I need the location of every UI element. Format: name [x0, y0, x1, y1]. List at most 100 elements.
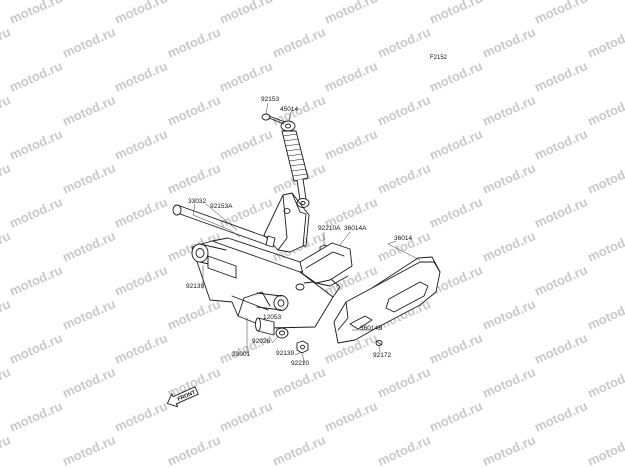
- label-36014: 36014: [394, 235, 412, 242]
- watermark-text: motod.ru: [427, 330, 485, 367]
- watermark-text: motod.ru: [0, 92, 13, 129]
- watermark-text: motod.ru: [532, 262, 590, 299]
- watermark-text: motod.ru: [480, 364, 538, 401]
- watermark-text: motod.ru: [532, 398, 590, 435]
- watermark-text: motod.ru: [585, 160, 625, 197]
- watermark-text: motod.ru: [532, 126, 590, 163]
- watermark-text: motod.ru: [427, 194, 485, 231]
- watermark-text: motod.ru: [322, 398, 380, 435]
- watermark-text: motod.ru: [322, 0, 380, 27]
- watermark-text: motod.ru: [7, 398, 65, 435]
- watermark-text: motod.ru: [0, 228, 13, 265]
- guard-plate-36014A: [299, 242, 353, 287]
- watermark-text: motod.ru: [427, 0, 485, 27]
- watermark-text: motod.ru: [165, 432, 223, 468]
- watermark-text: motod.ru: [427, 126, 485, 163]
- watermark-text: motod.ru: [480, 296, 538, 333]
- watermark-text: motod.ru: [585, 432, 625, 468]
- watermark-text: motod.ru: [270, 364, 328, 401]
- watermark-text: motod.ru: [585, 92, 625, 129]
- watermark-text: motod.ru: [60, 24, 118, 61]
- front-direction-arrow: FRONT: [166, 386, 199, 408]
- watermark-text: motod.ru: [375, 24, 433, 61]
- watermark-text: motod.ru: [217, 126, 275, 163]
- watermark-text: motod.ru: [165, 24, 223, 61]
- watermark-text: motod.ru: [427, 398, 485, 435]
- watermark-text: motod.ru: [375, 160, 433, 197]
- watermark-text: motod.ru: [375, 92, 433, 129]
- watermark-text: motod.ru: [217, 194, 275, 231]
- watermark-text: motod.ru: [427, 58, 485, 95]
- watermark-text: motod.ru: [0, 296, 13, 333]
- watermark-text: motod.ru: [217, 0, 275, 27]
- watermark-text: motod.ru: [7, 330, 65, 367]
- watermark-text: motod.ru: [532, 0, 590, 27]
- watermark-text: motod.ru: [0, 364, 13, 401]
- watermark-text: motod.ru: [7, 58, 65, 95]
- pivot-bolt-33032: [172, 204, 276, 248]
- screw-92172: [375, 340, 383, 346]
- watermark-text: motod.ru: [60, 228, 118, 265]
- label-92153: 92153: [261, 96, 279, 103]
- label-33032: 33032: [188, 198, 206, 205]
- watermark-text: motod.ru: [532, 58, 590, 95]
- watermark-text: motod.ru: [0, 432, 13, 468]
- watermark-text: motod.ru: [60, 432, 118, 468]
- watermark-text: motod.ru: [532, 194, 590, 231]
- nut-92210: [296, 340, 309, 354]
- watermark-text: motod.ru: [7, 0, 65, 27]
- label-36014B: 36014B: [360, 325, 382, 332]
- bolt-92153: [261, 113, 286, 125]
- watermark-text: motod.ru: [165, 296, 223, 333]
- watermark-text: motod.ru: [480, 228, 538, 265]
- watermark-text: motod.ru: [532, 330, 590, 367]
- watermark-text: motod.ru: [7, 126, 65, 163]
- watermark-text: motod.ru: [7, 194, 65, 231]
- watermark-text: motod.ru: [480, 92, 538, 129]
- watermark-text: motod.ru: [7, 262, 65, 299]
- watermark-text: motod.ru: [165, 160, 223, 197]
- label-36014A: 36014A: [344, 225, 367, 232]
- chain-case-36014: [333, 256, 441, 344]
- label-92139-left: 92139: [186, 283, 204, 290]
- watermark-text: motod.ru: [112, 398, 170, 435]
- watermark-text: motod.ru: [112, 0, 170, 27]
- watermark-text: motod.ru: [60, 364, 118, 401]
- watermark-text: motod.ru: [217, 398, 275, 435]
- watermark-text: motod.ru: [112, 126, 170, 163]
- leader-lines: [192, 102, 421, 364]
- watermark-text: motod.ru: [0, 24, 13, 61]
- label-92026: 92026: [252, 338, 270, 345]
- watermark-text: motod.ru: [112, 194, 170, 231]
- label-92210A: 92210A: [318, 225, 341, 232]
- watermark-text: motod.ru: [270, 432, 328, 468]
- label-12053: 12053: [263, 314, 281, 321]
- label-92210: 92210: [291, 360, 309, 367]
- watermark-text: motod.ru: [112, 262, 170, 299]
- watermark-text: motod.ru: [585, 24, 625, 61]
- watermark-text: motod.ru: [270, 24, 328, 61]
- label-92153A: 92153A: [210, 203, 233, 210]
- label-33001: 33001: [232, 351, 250, 358]
- label-45014: 45014: [280, 106, 298, 113]
- label-92172: 92172: [373, 352, 391, 359]
- part-number-labels: 92153 45014 33032 92153A 92210A 36014A 3…: [186, 96, 412, 367]
- watermark-text: motod.ru: [375, 364, 433, 401]
- watermark-text: motod.ru: [217, 330, 275, 367]
- watermark-text: motod.ru: [585, 364, 625, 401]
- watermark-text: motod.ru: [480, 160, 538, 197]
- watermark-text: motod.ru: [165, 92, 223, 129]
- watermark-text: motod.ru: [60, 160, 118, 197]
- swingarm-body: [191, 237, 341, 329]
- watermark-text: motod.ru: [112, 330, 170, 367]
- watermark-text: motod.ru: [322, 126, 380, 163]
- figure-code: F2152: [430, 55, 448, 61]
- label-92139-bottom: 92139: [276, 350, 294, 357]
- watermark-text: motod.ru: [375, 228, 433, 265]
- watermark-text: motod.ru: [217, 58, 275, 95]
- watermark-text: motod.ru: [322, 58, 380, 95]
- watermark-text: motod.ru: [375, 432, 433, 468]
